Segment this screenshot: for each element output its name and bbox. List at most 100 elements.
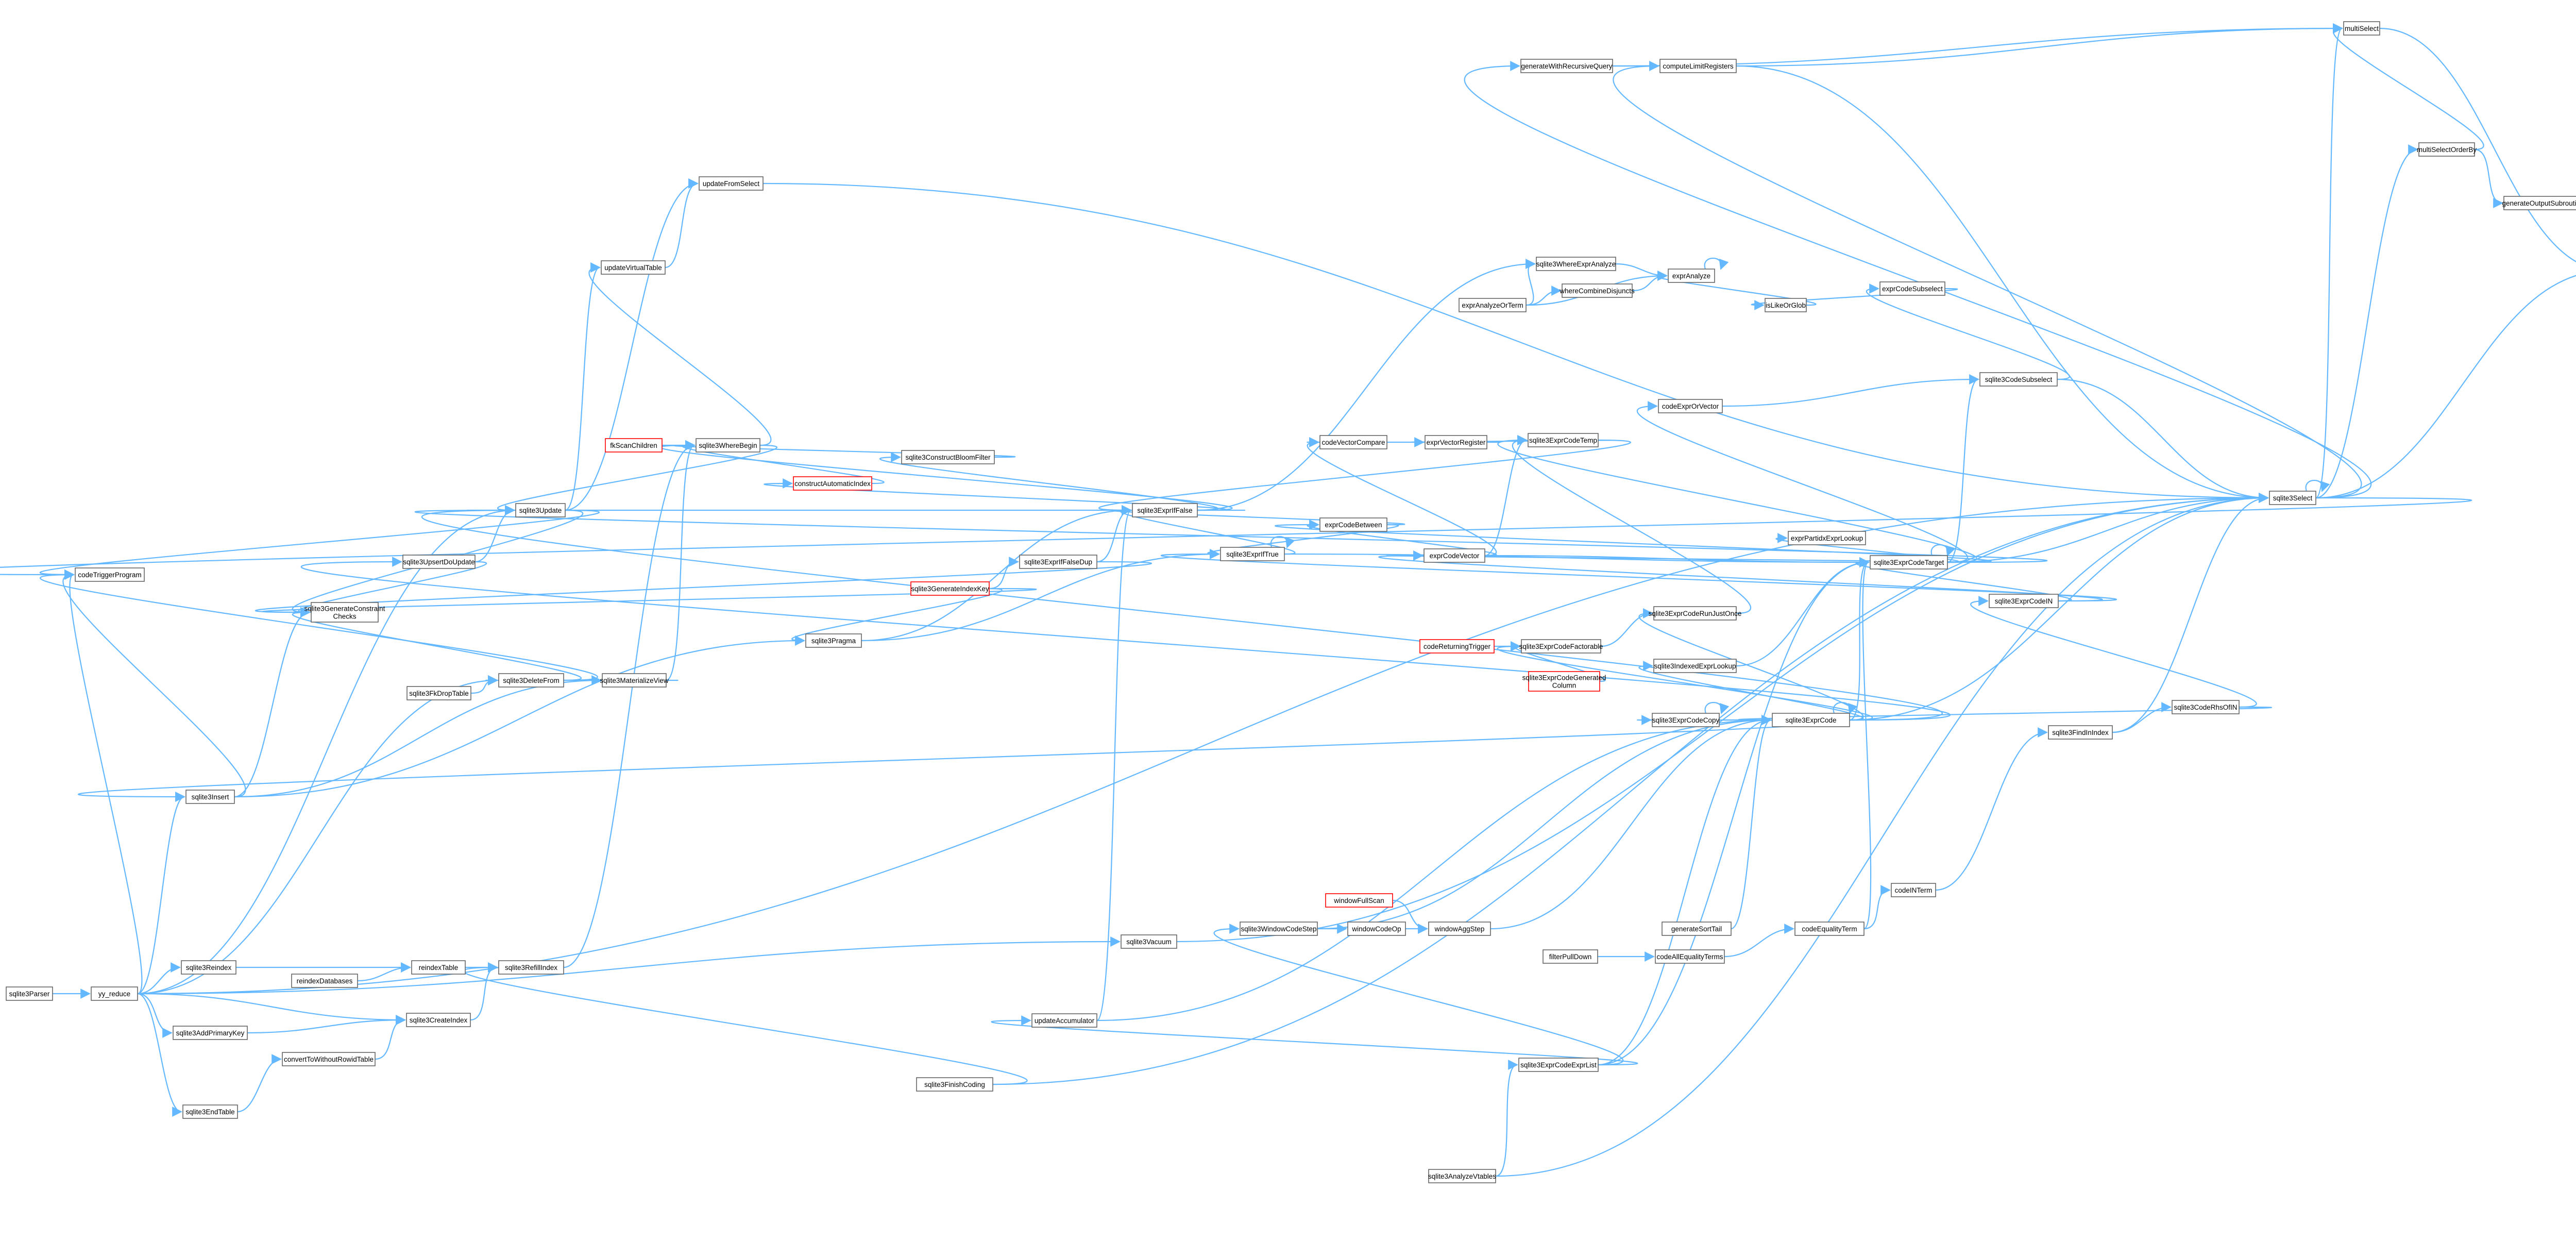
edge-n31-to-n23 <box>1497 435 1977 563</box>
edge-n1-to-n34 <box>0 497 2472 580</box>
node-sqlite3coderhsofin[interactable]: sqlite3CodeRhsOfIN <box>2172 700 2240 714</box>
node-sqlite3exprcodetemp[interactable]: sqlite3ExprCodeTemp <box>1528 433 1599 447</box>
node-islikeorglob[interactable]: isLikeOrGlob <box>1765 298 1807 312</box>
node-generatewithrecursivequery[interactable]: generateWithRecursiveQuery <box>1520 59 1613 73</box>
node-label: codeExprOrVector <box>1662 403 1719 410</box>
node-label: codeINTerm <box>1895 886 1933 894</box>
node-sqlite3findinindex[interactable]: sqlite3FindInIndex <box>2048 725 2113 740</box>
node-sqlite3expriffalsedup[interactable]: sqlite3ExprIfFalseDup <box>1019 555 1097 569</box>
node-exprcodevector[interactable]: exprCodeVector <box>1423 548 1485 563</box>
node-codeinterm[interactable]: codeINTerm <box>1891 883 1936 897</box>
node-codeexprorvector[interactable]: codeExprOrVector <box>1658 399 1723 413</box>
node-sqlite3deletefrom[interactable]: sqlite3DeleteFrom <box>498 673 564 688</box>
node-sqlite3vacuum[interactable]: sqlite3Vacuum <box>1121 934 1177 949</box>
node-exprcodebetween[interactable]: exprCodeBetween <box>1319 517 1387 532</box>
node-codeallequalityterms[interactable]: codeAllEqualityTerms <box>1655 949 1725 964</box>
node-constructautomaticindex[interactable]: constructAutomaticIndex <box>793 476 872 491</box>
node-exprpartidxexprlookup[interactable]: exprPartidxExprLookup <box>1788 531 1866 545</box>
node-sqlite3exprcodeexprlist[interactable]: sqlite3ExprCodeExprList <box>1518 1058 1599 1072</box>
node-sqlite3finishcoding[interactable]: sqlite3FinishCoding <box>916 1077 993 1092</box>
node-label: exprPartidxExprLookup <box>1791 534 1863 542</box>
node-box <box>1220 547 1285 561</box>
edge-n37-to-n23 <box>1512 435 1752 614</box>
node-label: codeReturningTrigger <box>1423 643 1491 650</box>
node-expranalyze[interactable]: exprAnalyze <box>1668 269 1715 283</box>
node-sqlite3reindex[interactable]: sqlite3Reindex <box>181 960 236 975</box>
node-sqlite3update[interactable]: sqlite3Update <box>515 503 566 517</box>
edge-n57-to-n47 <box>1731 715 1772 930</box>
node-sqlite3analyzevtables[interactable]: sqlite3AnalyzeVtables <box>1428 1169 1496 1183</box>
node-wherecombinedisjuncts[interactable]: whereCombineDisjuncts <box>1559 283 1635 298</box>
node-sqlite3windowcodestep[interactable]: sqlite3WindowCodeStep <box>1240 922 1318 936</box>
edge-n72-to-n1 <box>992 493 2269 1085</box>
node-sqlite3select[interactable]: sqlite3Select <box>2269 491 2316 505</box>
node-multiselectorderby[interactable]: multiSelectOrderBy <box>2417 142 2477 157</box>
node-sqlite3exprcodefactorable[interactable]: sqlite3ExprCodeFactorable <box>1519 639 1603 654</box>
node-computelimitregisters[interactable]: computeLimitRegisters <box>1659 59 1737 73</box>
node-sqlite3materializeview[interactable]: sqlite3MaterializeView <box>600 673 669 688</box>
edge-n58-to-n51 <box>1863 885 1891 930</box>
node-converttowithoutrowidtable[interactable]: convertToWithoutRowidTable <box>282 1052 376 1066</box>
node-sqlite3exprcoderunjustonce[interactable]: sqlite3ExprCodeRunJustOnce <box>1649 606 1742 621</box>
node-box <box>1979 372 2058 387</box>
node-updatefromselect[interactable]: updateFromSelect <box>699 176 764 191</box>
node-sqlite3refillindex[interactable]: sqlite3RefillIndex <box>498 960 564 975</box>
node-windowaggstep[interactable]: windowAggStep <box>1428 922 1491 936</box>
node-fkscanchildren[interactable]: fkScanChildren <box>605 438 663 453</box>
node-windowcodeop[interactable]: windowCodeOp <box>1347 922 1406 936</box>
edge-n44-to-n34 <box>40 570 598 681</box>
edge-n71-to-n31 <box>1598 557 1870 1066</box>
node-codeequalityterm[interactable]: codeEqualityTerm <box>1794 922 1865 936</box>
node-sqlite3exprcodein[interactable]: sqlite3ExprCodeIN <box>1989 594 2059 608</box>
node-sqlite3fkdroptable[interactable]: sqlite3FkDropTable <box>406 686 471 700</box>
node-multiselect[interactable]: multiSelect <box>2343 21 2380 36</box>
node-sqlite3createindex[interactable]: sqlite3CreateIndex <box>406 1013 471 1027</box>
edge-n31-to-n1 <box>1947 493 2269 563</box>
node-box <box>916 1077 993 1092</box>
node-sqlite3exprcode[interactable]: sqlite3ExprCode <box>1772 713 1850 727</box>
node-sqlite3indexedexprlookup[interactable]: sqlite3IndexedExprLookup <box>1653 659 1737 673</box>
node-box <box>1425 435 1487 449</box>
node-box <box>2048 725 2113 740</box>
node-codetriggerprogram[interactable]: codeTriggerProgram <box>75 567 145 582</box>
node-sqlite3wherebegin[interactable]: sqlite3WhereBegin <box>696 438 760 453</box>
node-yy_reduce[interactable]: yy_reduce <box>91 986 138 1001</box>
node-generateoutputsubroutine[interactable]: generateOutputSubroutine <box>2502 196 2576 210</box>
node-reindexdatabases[interactable]: reindexDatabases <box>291 974 358 988</box>
node-sqlite3parser[interactable]: sqlite3Parser <box>6 986 53 1001</box>
node-sqlite3expriftrue[interactable]: sqlite3ExprIfTrue <box>1220 547 1285 561</box>
node-sqlite3addprimarykey[interactable]: sqlite3AddPrimaryKey <box>173 1026 248 1040</box>
edge-n47-to-n1 <box>1849 493 2269 721</box>
node-reindextable[interactable]: reindexTable <box>411 960 466 975</box>
node-updateaccumulator[interactable]: updateAccumulator <box>1031 1013 1097 1028</box>
node-generatesorttail[interactable]: generateSortTail <box>1662 922 1732 936</box>
node-sqlite3generateindexkey[interactable]: sqlite3GenerateIndexKey <box>910 581 990 596</box>
node-sqlite3endtable[interactable]: sqlite3EndTable <box>182 1104 238 1119</box>
node-expranalyzeorterm[interactable]: exprAnalyzeOrTerm <box>1459 298 1527 312</box>
node-codevectorcompare[interactable]: codeVectorCompare <box>1319 435 1387 449</box>
node-sqlite3pragma[interactable]: sqlite3Pragma <box>805 633 862 648</box>
node-box <box>1879 281 1945 296</box>
node-label: sqlite3ExprCode <box>1785 716 1836 724</box>
edge-n66-to-n44 <box>137 675 498 995</box>
node-windowfullscan[interactable]: windowFullScan <box>1325 893 1393 908</box>
node-sqlite3constructbloomfilter[interactable]: sqlite3ConstructBloomFilter <box>901 450 995 464</box>
node-filterpulldown[interactable]: filterPullDown <box>1543 949 1598 964</box>
node-sqlite3upsertdoupdate[interactable]: sqlite3UpsertDoUpdate <box>402 555 476 569</box>
node-sqlite3exprcodecopy[interactable]: sqlite3ExprCodeCopy <box>1652 713 1720 727</box>
node-box <box>406 686 471 700</box>
node-sqlite3insert[interactable]: sqlite3Insert <box>185 790 235 804</box>
node-box <box>1031 1013 1097 1028</box>
edge-n54-to-n47 <box>1317 715 1772 930</box>
node-exprvectorregister[interactable]: exprVectorRegister <box>1425 435 1487 449</box>
node-updatevirtualtable[interactable]: updateVirtualTable <box>601 260 666 275</box>
node-exprcodesubselect[interactable]: exprCodeSubselect <box>1879 281 1945 296</box>
node-sqlite3whereexpranalyze[interactable]: sqlite3WhereExprAnalyze <box>1536 257 1616 271</box>
node-codereturningtrigger[interactable]: codeReturningTrigger <box>1419 639 1495 654</box>
node-sqlite3codesubselect[interactable]: sqlite3CodeSubselect <box>1979 372 2058 387</box>
edge-n5-to-n1 <box>1736 65 2269 503</box>
node-sqlite3expriffalse[interactable]: sqlite3ExprIfFalse <box>1132 503 1198 517</box>
node-sqlite3exprcodetarget[interactable]: sqlite3ExprCodeTarget <box>1870 555 1948 570</box>
